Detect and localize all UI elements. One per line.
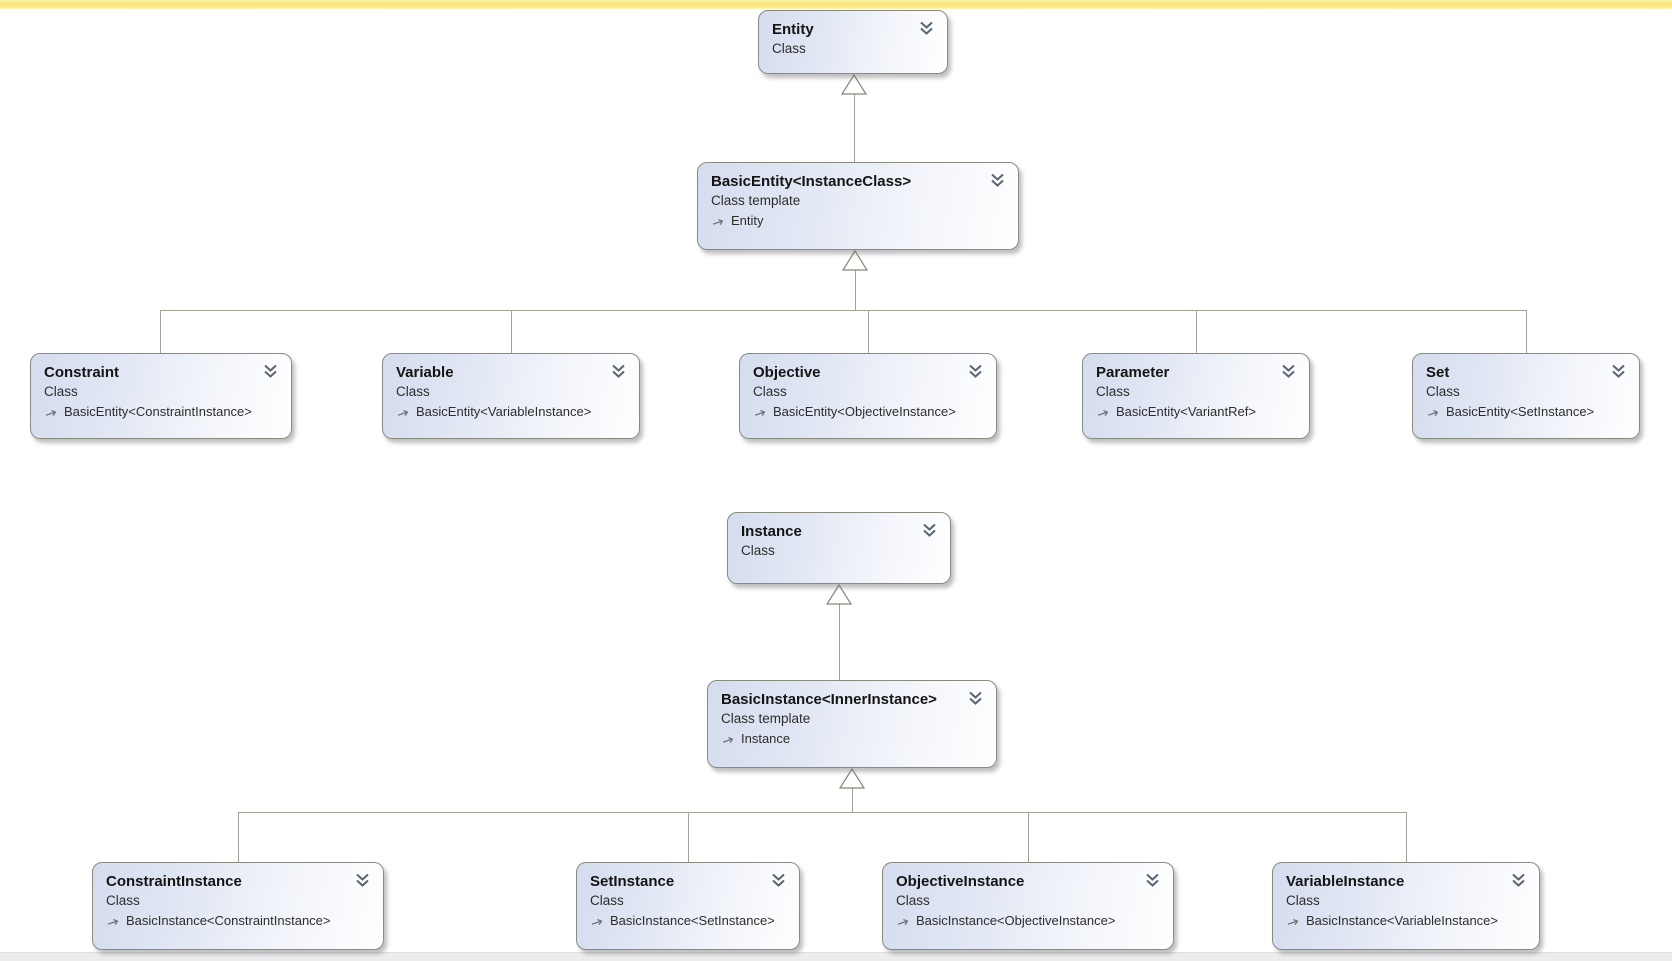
class-node-title: Entity (772, 21, 814, 38)
base-type-label: Entity (731, 213, 764, 228)
base-type-label: BasicEntity<VariantRef> (1116, 404, 1256, 419)
inherits-arrow-icon (753, 407, 767, 418)
inheritance-triangle-icons (825, 73, 869, 789)
base-type-row: BasicInstance<SetInstance> (590, 911, 785, 931)
base-type-label: Instance (741, 731, 791, 746)
class-node-title: ConstraintInstance (106, 873, 242, 890)
class-node-variable-instance[interactable]: VariableInstance Class BasicInstance<Var… (1272, 862, 1540, 950)
chevron-double-down-icon[interactable] (611, 364, 626, 378)
base-type-row: Instance (721, 729, 982, 749)
inherits-arrow-icon (1426, 407, 1440, 418)
class-node-constraint-instance[interactable]: ConstraintInstance Class BasicInstance<C… (92, 862, 384, 950)
chevron-double-down-icon[interactable] (1511, 873, 1526, 887)
class-node-basic-entity[interactable]: BasicEntity<InstanceClass> Class templat… (697, 162, 1019, 250)
class-node-objective-instance[interactable]: ObjectiveInstance Class BasicInstance<Ob… (882, 862, 1174, 950)
inherits-arrow-icon (1096, 407, 1110, 418)
base-type-label: BasicEntity<VariableInstance> (416, 404, 592, 419)
base-type-row: BasicInstance<VariableInstance> (1286, 911, 1525, 931)
class-node-set[interactable]: Set Class BasicEntity<SetInstance> (1412, 353, 1640, 439)
chevron-double-down-icon[interactable] (263, 364, 278, 378)
class-node-objective[interactable]: Objective Class BasicEntity<ObjectiveIns… (739, 353, 997, 439)
inherits-arrow-icon (721, 734, 735, 745)
inherits-arrow-icon (44, 407, 58, 418)
base-type-label: BasicInstance<ConstraintInstance> (126, 913, 331, 928)
chevron-double-down-icon[interactable] (922, 523, 937, 537)
class-node-title: Objective (753, 364, 821, 381)
chevron-double-down-icon[interactable] (1281, 364, 1296, 378)
base-type-row: BasicEntity<SetInstance> (1426, 402, 1625, 422)
class-node-instance[interactable]: Instance Class (727, 512, 951, 584)
horizontal-scrollbar[interactable] (0, 952, 1672, 961)
chevron-double-down-icon[interactable] (1145, 873, 1160, 887)
class-node-set-instance[interactable]: SetInstance Class BasicInstance<SetInsta… (576, 862, 800, 950)
class-node-title: Set (1426, 364, 1450, 381)
class-node-title: VariableInstance (1286, 873, 1405, 890)
base-type-row: BasicInstance<ObjectiveInstance> (896, 911, 1159, 931)
inherits-arrow-icon (590, 916, 604, 927)
base-type-row: BasicInstance<ConstraintInstance> (106, 911, 369, 931)
class-node-kind: Class (741, 543, 775, 558)
base-type-row: BasicEntity<ObjectiveInstance> (753, 402, 982, 422)
base-type-label: BasicEntity<ConstraintInstance> (64, 404, 252, 419)
connector-lines (160, 94, 1527, 862)
class-node-basic-instance[interactable]: BasicInstance<InnerInstance> Class templ… (707, 680, 997, 768)
class-node-kind: Class (896, 893, 930, 908)
class-node-kind: Class template (721, 711, 811, 726)
class-node-kind: Class (44, 384, 78, 399)
inherits-arrow-icon (106, 916, 120, 927)
base-type-label: BasicInstance<SetInstance> (610, 913, 775, 928)
base-type-label: BasicInstance<VariableInstance> (1306, 913, 1498, 928)
class-node-entity[interactable]: Entity Class (758, 10, 948, 74)
chevron-double-down-icon[interactable] (990, 173, 1005, 187)
class-node-title: ObjectiveInstance (896, 873, 1025, 890)
chevron-double-down-icon[interactable] (919, 21, 934, 35)
chevron-double-down-icon[interactable] (968, 364, 983, 378)
inherits-arrow-icon (396, 407, 410, 418)
chevron-double-down-icon[interactable] (771, 873, 786, 887)
class-node-constraint[interactable]: Constraint Class BasicEntity<ConstraintI… (30, 353, 292, 439)
class-node-kind: Class (1286, 893, 1320, 908)
class-node-title: Instance (741, 523, 802, 540)
base-type-label: BasicInstance<ObjectiveInstance> (916, 913, 1116, 928)
class-node-kind: Class (590, 893, 624, 908)
class-node-title: SetInstance (590, 873, 675, 890)
base-type-row: BasicEntity<ConstraintInstance> (44, 402, 277, 422)
base-type-row: BasicEntity<VariableInstance> (396, 402, 625, 422)
class-node-kind: Class (1426, 384, 1460, 399)
class-node-kind: Class (1096, 384, 1130, 399)
class-diagram-canvas[interactable]: Entity Class BasicEntity<InstanceClass> … (0, 9, 1672, 952)
class-node-parameter[interactable]: Parameter Class BasicEntity<VariantRef> (1082, 353, 1310, 439)
base-type-label: BasicEntity<ObjectiveInstance> (773, 404, 956, 419)
base-type-row: BasicEntity<VariantRef> (1096, 402, 1295, 422)
class-node-title: Variable (396, 364, 454, 381)
class-node-kind: Class (106, 893, 140, 908)
class-node-title: Parameter (1096, 364, 1170, 381)
class-node-title: BasicInstance<InnerInstance> (721, 691, 937, 708)
class-node-kind: Class (396, 384, 430, 399)
class-node-kind: Class (772, 41, 806, 56)
chevron-double-down-icon[interactable] (355, 873, 370, 887)
class-node-kind: Class (753, 384, 787, 399)
base-type-label: BasicEntity<SetInstance> (1446, 404, 1595, 419)
class-node-title: BasicEntity<InstanceClass> (711, 173, 912, 190)
base-type-row: Entity (711, 211, 1004, 231)
inherits-arrow-icon (1286, 916, 1300, 927)
class-node-kind: Class template (711, 193, 801, 208)
inherits-arrow-icon (711, 216, 725, 227)
class-node-title: Constraint (44, 364, 119, 381)
chevron-double-down-icon[interactable] (968, 691, 983, 705)
chevron-double-down-icon[interactable] (1611, 364, 1626, 378)
inherits-arrow-icon (896, 916, 910, 927)
class-node-variable[interactable]: Variable Class BasicEntity<VariableInsta… (382, 353, 640, 439)
notification-bar (0, 0, 1672, 9)
